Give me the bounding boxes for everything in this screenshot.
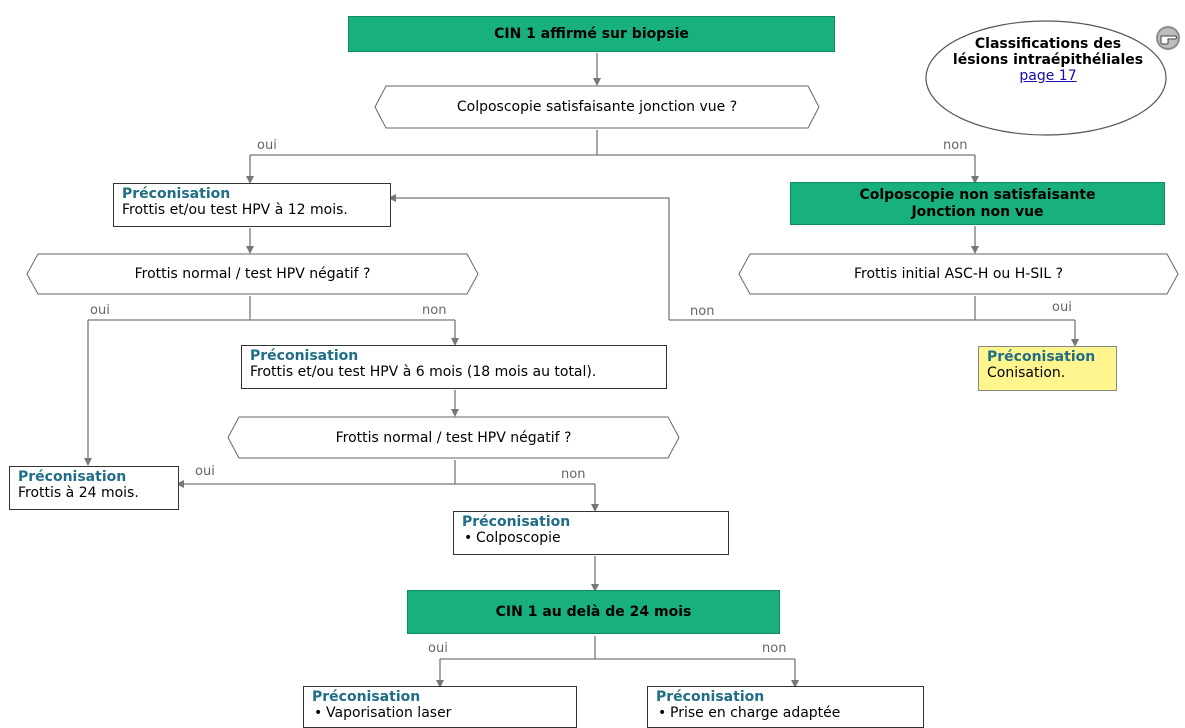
edge-label-oui: oui xyxy=(195,464,215,479)
colposcopie-non-satisfaisante-box: Colposcopie non satisfaisante Jonction n… xyxy=(790,182,1165,225)
decision-frottis-normal-1: Frottis normal / test HPV négatif ? xyxy=(26,253,479,295)
preconisation-24-mois: Préconisation Frottis à 24 mois. xyxy=(9,466,179,510)
edge-label-non: non xyxy=(561,467,586,482)
decision-colposcopie-satisfaisante-label: Colposcopie satisfaisante jonction vue ? xyxy=(456,99,738,115)
preconisation-heading: Préconisation xyxy=(656,689,765,705)
preconisation-24-mois-text: Frottis à 24 mois. xyxy=(18,485,139,501)
decision-frottis-normal-2-label: Frottis normal / test HPV négatif ? xyxy=(335,429,572,446)
edge-label-oui: oui xyxy=(257,138,277,153)
cin1-au-dela-label: CIN 1 au delà de 24 mois xyxy=(495,603,692,620)
decision-frottis-normal-1-label: Frottis normal / test HPV négatif ? xyxy=(134,266,371,282)
decision-frottis-initial: Frottis initial ASC-H ou H-SIL ? xyxy=(738,253,1179,295)
decision-frottis-normal-2: Frottis normal / test HPV négatif ? xyxy=(227,416,680,459)
pointing-hand-shape xyxy=(1156,26,1180,50)
preconisation-laser: Préconisation Vaporisation laser xyxy=(303,686,577,728)
colposcopie-non-satisfaisante-line2: Jonction non vue xyxy=(911,203,1044,220)
preconisation-heading: Préconisation xyxy=(18,469,127,485)
callout-title: Classifications des lésions intraépithél… xyxy=(952,36,1144,68)
edge-label-non: non xyxy=(943,138,968,153)
preconisation-heading: Préconisation xyxy=(250,348,359,364)
cin1-affirme-label: CIN 1 affirmé sur biopsie xyxy=(494,25,689,42)
preconisation-6-mois: Préconisation Frottis et/ou test HPV à 6… xyxy=(241,345,667,389)
decision-frottis-initial-label: Frottis initial ASC-H ou H-SIL ? xyxy=(853,266,1064,282)
preconisation-prise-en-charge-item: Prise en charge adaptée xyxy=(656,705,917,721)
preconisation-laser-item: Vaporisation laser xyxy=(312,705,570,721)
preconisation-12-mois: Préconisation Frottis et/ou test HPV à 1… xyxy=(113,183,391,227)
callout-page-link[interactable]: page 17 xyxy=(1019,68,1077,84)
preconisation-colposcopie: Préconisation Colposcopie xyxy=(453,511,729,555)
callout-text: Classifications des lésions intraépithél… xyxy=(950,36,1146,84)
edge-label-oui: oui xyxy=(1052,300,1072,315)
edge-label-oui: oui xyxy=(90,303,110,318)
callout-ellipse-shape xyxy=(925,20,1167,136)
edge-label-oui: oui xyxy=(428,641,448,656)
colposcopie-non-satisfaisante-line1: Colposcopie non satisfaisante xyxy=(859,186,1096,203)
decision-colposcopie-satisfaisante: Colposcopie satisfaisante jonction vue ? xyxy=(374,85,820,129)
cin1-affirme-box: CIN 1 affirmé sur biopsie xyxy=(348,16,835,52)
hexagon-shape xyxy=(227,416,680,459)
preconisation-6-mois-text: Frottis et/ou test HPV à 6 mois (18 mois… xyxy=(250,364,597,380)
hexagon-shape xyxy=(374,85,820,129)
preconisation-heading: Préconisation xyxy=(122,186,231,202)
preconisation-prise-en-charge: Préconisation Prise en charge adaptée xyxy=(647,686,924,728)
preconisation-conisation-text: Conisation. xyxy=(987,365,1066,381)
hexagon-shape xyxy=(26,253,479,295)
edge-label-non: non xyxy=(422,303,447,318)
preconisation-heading: Préconisation xyxy=(987,349,1096,365)
classifications-callout[interactable]: Classifications des lésions intraépithél… xyxy=(924,18,1169,138)
edge-label-non: non xyxy=(690,304,715,319)
hexagon-shape xyxy=(738,253,1179,295)
preconisation-heading: Préconisation xyxy=(312,689,421,705)
preconisation-heading: Préconisation xyxy=(462,514,571,530)
preconisation-conisation: Préconisation Conisation. xyxy=(978,346,1117,391)
preconisation-12-mois-text: Frottis et/ou test HPV à 12 mois. xyxy=(122,202,348,218)
pointing-hand-icon[interactable] xyxy=(1155,25,1181,51)
edge-label-non: non xyxy=(762,641,787,656)
preconisation-colposcopie-item: Colposcopie xyxy=(462,530,722,546)
cin1-au-dela-box: CIN 1 au delà de 24 mois xyxy=(407,590,780,634)
